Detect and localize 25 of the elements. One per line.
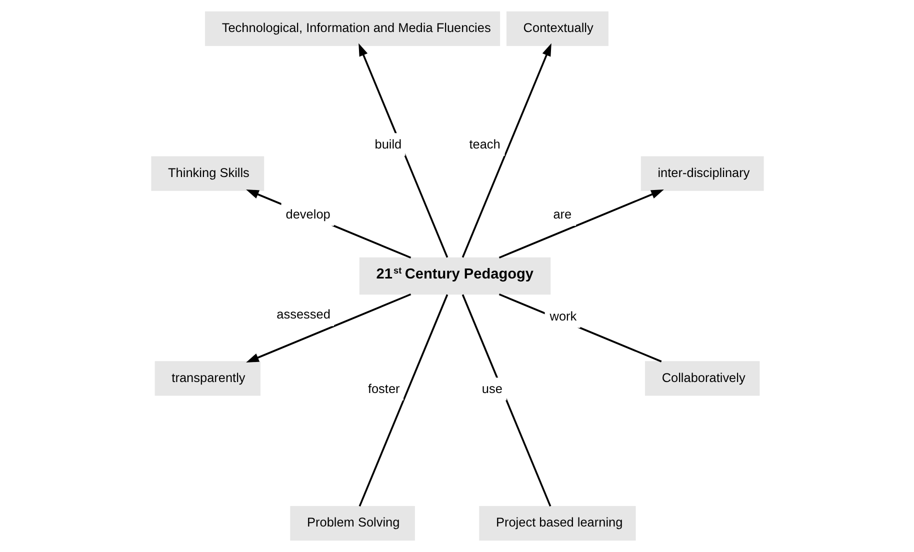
edge-label: work xyxy=(549,308,576,324)
node-box: Technological, Information and Media Fluencies xyxy=(204,11,500,46)
arrow xyxy=(246,189,411,259)
arrow xyxy=(461,43,551,258)
edge-label: teach xyxy=(468,136,500,152)
edge-label: use xyxy=(481,380,502,396)
node-box: Project based learning xyxy=(478,506,636,541)
edge-label: foster xyxy=(367,380,400,396)
node-box: transparently xyxy=(154,361,260,396)
node-box: Contextually xyxy=(506,11,608,46)
edge-label: develop xyxy=(285,206,330,222)
connector xyxy=(358,294,448,507)
node-box: Problem Solving xyxy=(290,506,414,541)
connector xyxy=(498,293,662,362)
edge-label: assessed xyxy=(276,306,330,322)
arrow xyxy=(498,189,664,259)
edge-label: build xyxy=(374,136,402,152)
arrow xyxy=(246,293,411,363)
arrow xyxy=(358,43,448,258)
node-box: 21$^{st}$ Century Pedagogy xyxy=(358,257,550,295)
edge-label: are xyxy=(552,206,572,222)
node-box: Thinking Skills xyxy=(150,156,264,191)
node-box: Collaboratively xyxy=(644,361,760,396)
node-box: inter-disciplinary xyxy=(640,156,764,191)
connector xyxy=(461,294,551,507)
